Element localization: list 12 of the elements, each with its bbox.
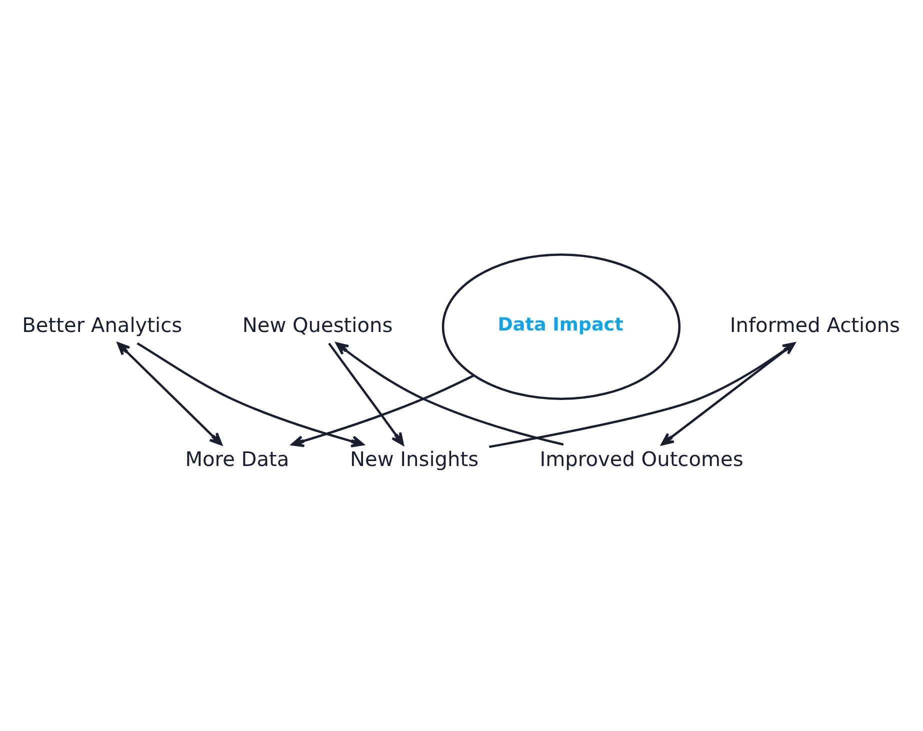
arrow [136,342,364,447]
node-text: Informed Actions [730,312,900,336]
arrow [117,342,222,445]
arrow [336,342,564,446]
node-text: New Insights [350,446,479,471]
node-text: New Questions [242,312,393,336]
arrow [328,342,404,445]
node-text: More Data [185,446,290,471]
arrow [291,374,474,447]
node-text: Improved Outcomes [540,446,744,471]
node-text: Better Analytics [22,312,182,336]
node-ellipse: Data Impact [442,253,681,400]
